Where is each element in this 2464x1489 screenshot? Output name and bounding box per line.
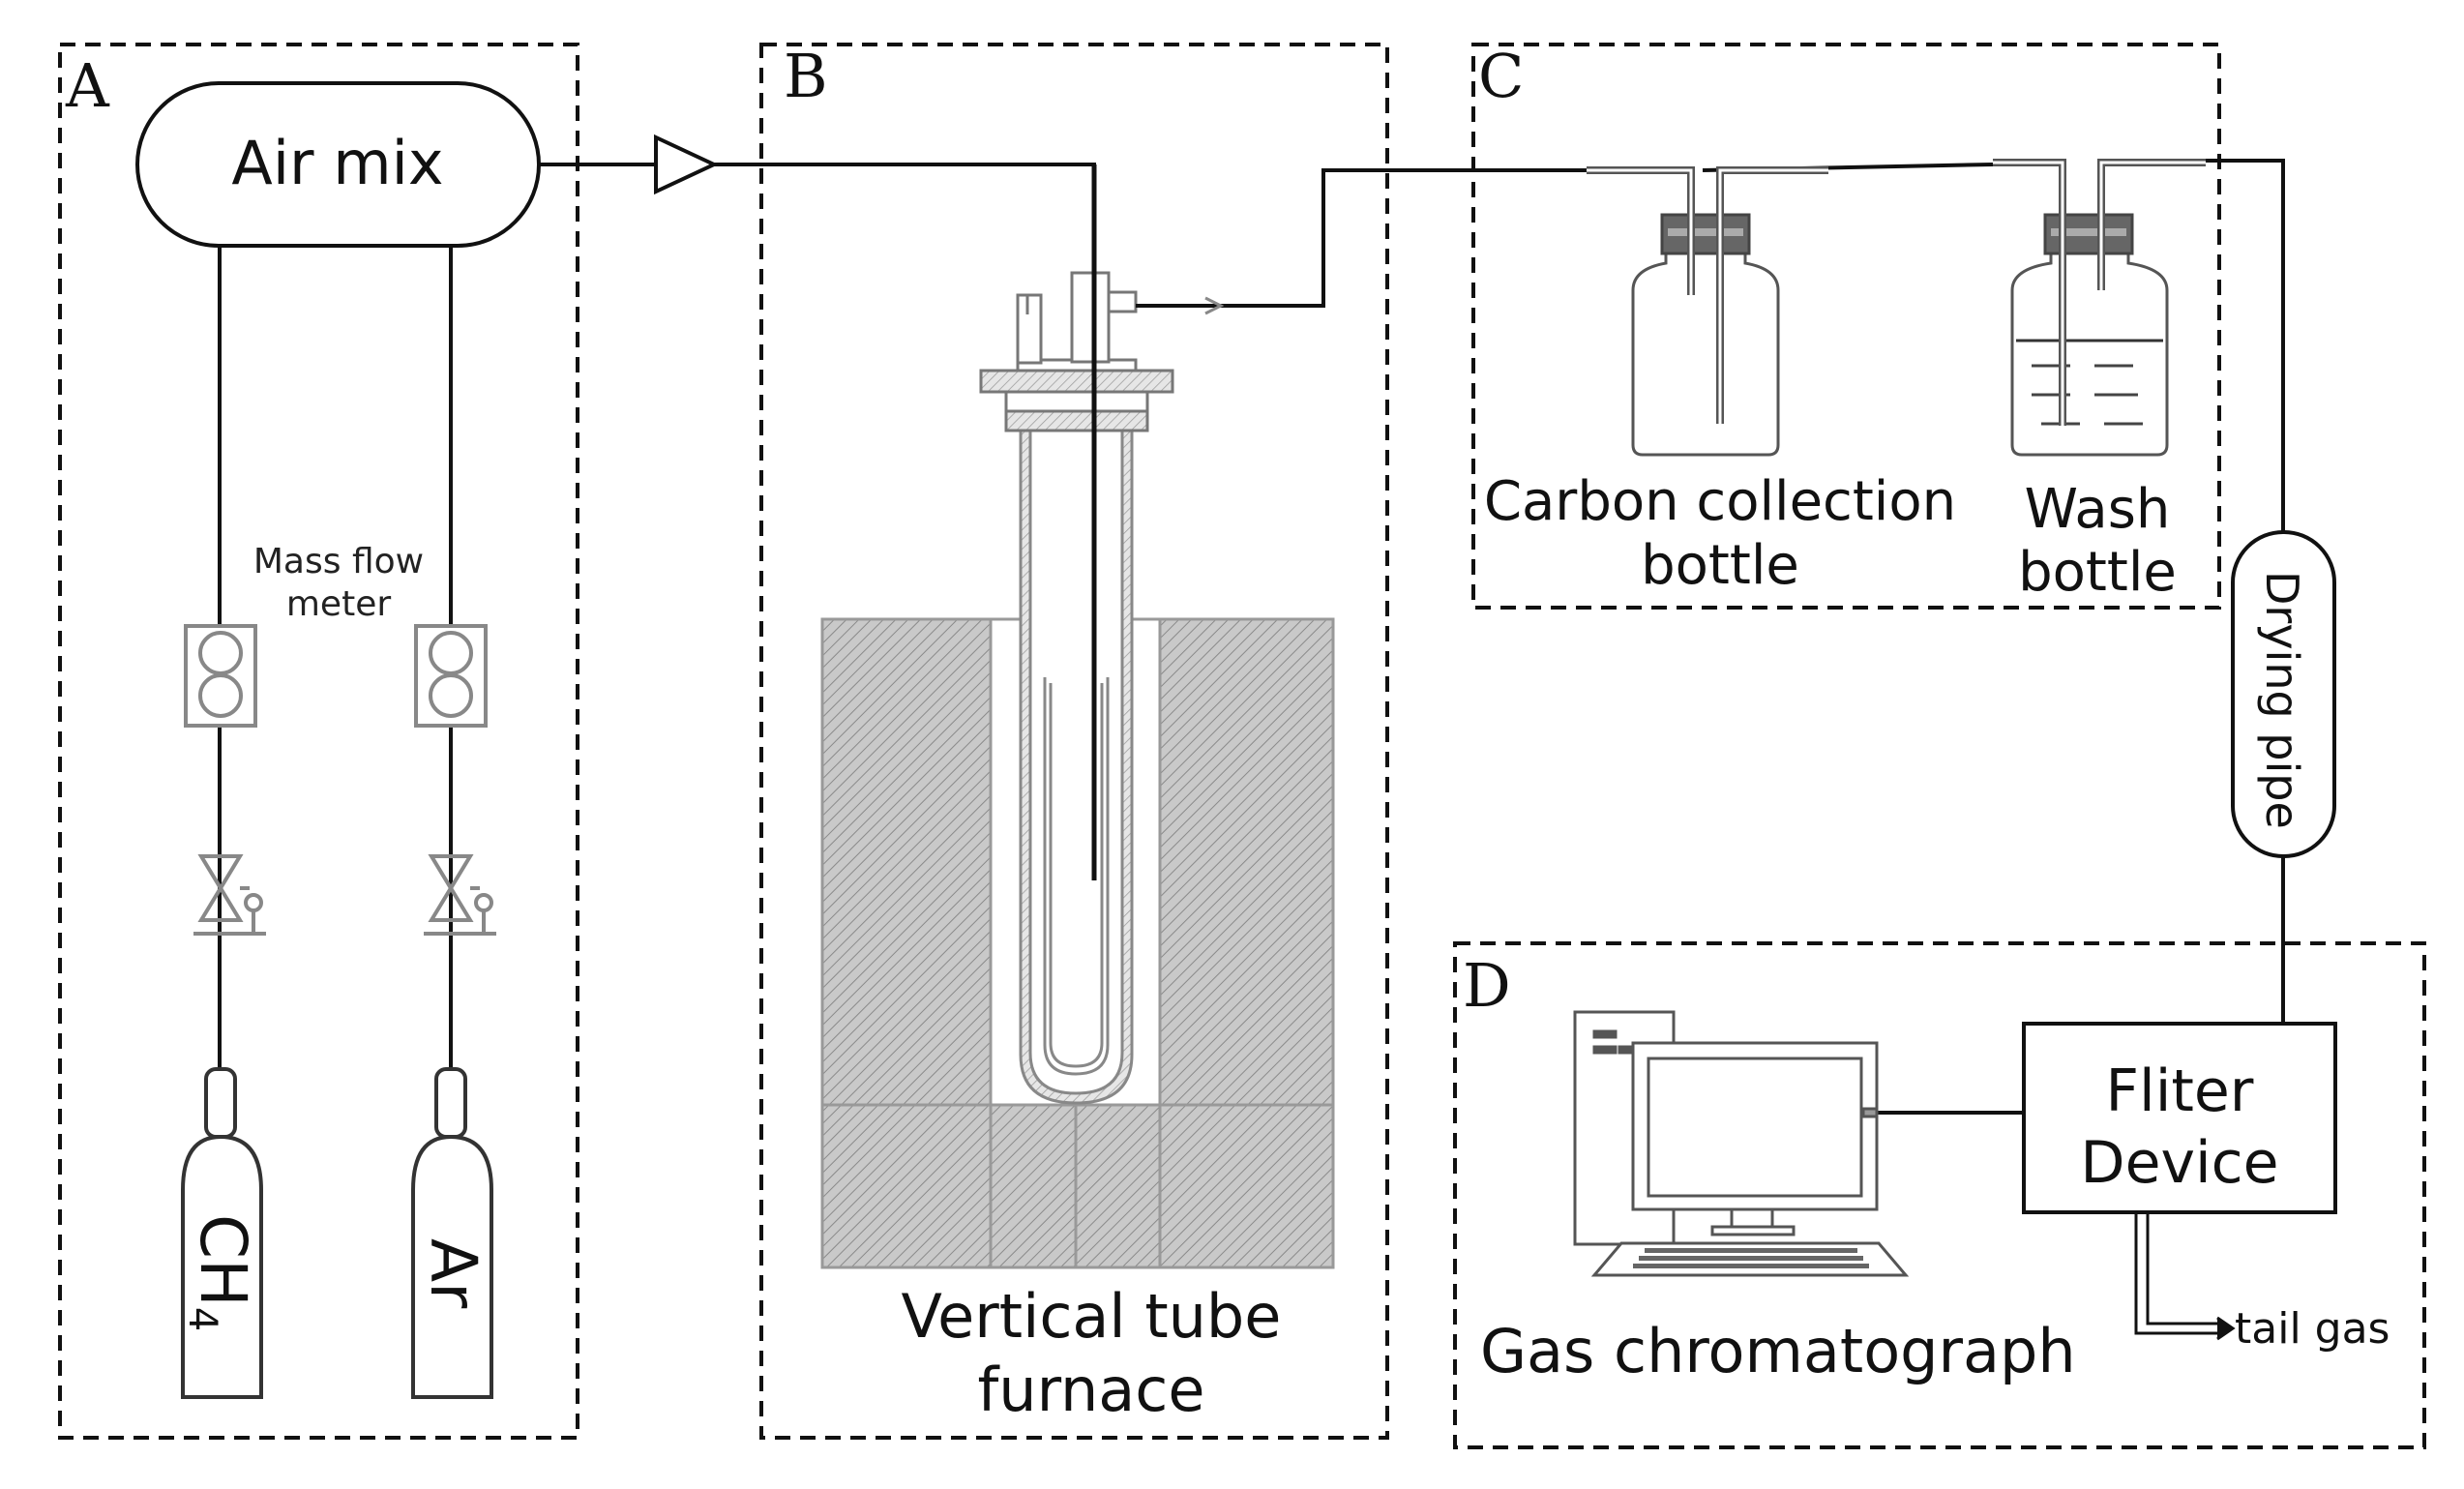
- section-b-box: [759, 43, 1389, 1440]
- outlet-line-to-collection: [1136, 168, 1587, 308]
- quartz-tube: [1019, 416, 1134, 1105]
- filter-device-label-line1: Fliter: [2106, 1057, 2254, 1125]
- mass-flow-meter-ch4-icon: [184, 624, 257, 728]
- section-c-label: C: [1478, 41, 1524, 111]
- valve-ch4-icon: [193, 854, 266, 936]
- flow-direction-arrow-icon: [654, 134, 719, 195]
- furnace-label-line1: Vertical tube: [902, 1281, 1282, 1352]
- gas-chromatograph-label: Gas chromatograph: [1480, 1316, 2076, 1386]
- tail-gas-label: tail gas: [2235, 1304, 2390, 1354]
- air-mix-vessel: Air mix: [135, 81, 541, 248]
- mass-flow-meter-label-line1: Mass flow: [253, 542, 424, 581]
- ar-cylinder-label: Ar: [416, 1238, 490, 1309]
- wash-bottle: [1993, 159, 2206, 457]
- section-a-box: [58, 43, 579, 1440]
- carbon-collection-bottle: [1587, 166, 1828, 457]
- section-a-label: A: [65, 50, 110, 121]
- furnace-label-line2: furnace: [977, 1355, 1204, 1425]
- carbon-bottle-label-line1: Carbon collection: [1484, 470, 1956, 533]
- section-d-label: D: [1463, 950, 1511, 1021]
- ch4-cylinder: CH4: [180, 1067, 263, 1399]
- wash-bottle-label-line2: bottle: [2018, 541, 2177, 604]
- wash-bottle-label-line1: Wash: [2025, 478, 2171, 541]
- mass-flow-meter-label-line2: meter: [286, 584, 391, 624]
- carbon-bottle-label-line2: bottle: [1641, 534, 1799, 597]
- outlet-arrow-icon: [1204, 296, 1225, 315]
- section-b-label: B: [784, 41, 828, 111]
- air-mix-label: Air mix: [231, 128, 443, 198]
- section-d-box: [1453, 941, 2426, 1449]
- drying-pipe: Drying pipe: [2231, 530, 2336, 858]
- ar-cylinder: Ar: [411, 1067, 493, 1399]
- tube-flange: [979, 271, 1174, 432]
- drying-pipe-label: Drying pipe: [2256, 571, 2308, 829]
- tail-gas-outlet: [2134, 1212, 2236, 1341]
- valve-ar-icon: [424, 854, 496, 936]
- filter-device: Fliter Device: [2022, 1022, 2337, 1214]
- ch4-cylinder-label: CH4: [180, 1214, 260, 1331]
- mass-flow-meter-ar-icon: [414, 624, 488, 728]
- filter-device-label-line2: Device: [2080, 1129, 2278, 1197]
- computer-icon: [1573, 1010, 1910, 1277]
